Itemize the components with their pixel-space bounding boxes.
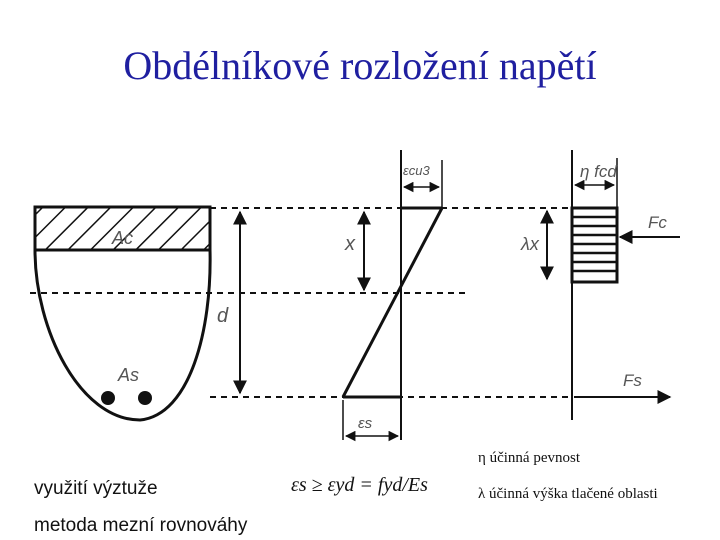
rebar-right	[138, 391, 152, 405]
label-eta-fcd: η fcd	[580, 162, 617, 181]
cross-section	[33, 205, 212, 422]
note-method: metoda mezní rovnováhy	[34, 515, 248, 536]
label-as: As	[117, 365, 139, 385]
label-d: d	[217, 305, 229, 327]
lambda-definition: λ účinná výška tlačené oblasti	[478, 486, 658, 502]
stress-block	[540, 150, 680, 420]
note-reinforcement: využití výztuže	[34, 478, 158, 499]
label-ac: Ac	[111, 228, 133, 248]
label-lambda-x: λx	[520, 234, 540, 254]
label-eps-s: εs	[358, 415, 373, 432]
eta-definition: η účinná pevnost	[478, 450, 580, 466]
label-x: x	[344, 233, 356, 255]
rebar-left	[101, 391, 115, 405]
label-fs: Fs	[623, 371, 642, 390]
strain-diagram	[341, 150, 444, 442]
compression-zone-hatch	[33, 205, 212, 252]
page-title: Obdélníkové rozložení napětí	[123, 43, 597, 88]
label-fc: Fc	[648, 213, 667, 232]
label-eps-cu: εcu3	[403, 163, 430, 178]
formula: εs ≥ εyd = fyd/Es	[291, 474, 428, 496]
